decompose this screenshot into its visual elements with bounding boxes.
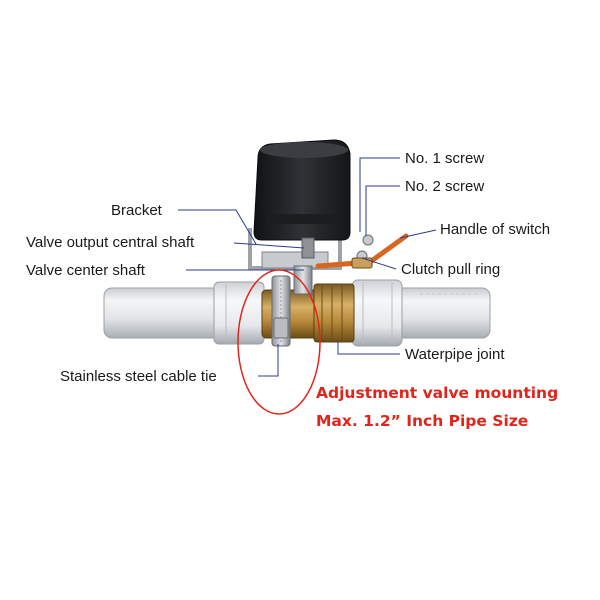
valve-actuator	[253, 139, 351, 241]
label-clutch-pull-ring: Clutch pull ring	[401, 261, 501, 278]
callout-line-2: Max. 1.2” Inch Pipe Size	[316, 412, 529, 430]
label-no1-screw: No. 1 screw	[405, 150, 485, 167]
label-valve-output-central-shaft: Valve output central shaft	[26, 234, 195, 251]
left-pipe-coupling	[213, 281, 265, 345]
stainless-steel-cable-tie	[271, 275, 291, 347]
switch-handle	[315, 233, 409, 269]
water-pipe	[103, 287, 491, 339]
highlight-ellipse	[237, 269, 321, 415]
label-bracket: Bracket	[111, 202, 162, 219]
right-pipe-coupling	[351, 279, 403, 347]
label-waterpipe-joint: Waterpipe joint	[405, 346, 505, 363]
callout-line-1: Adjustment valve mounting	[316, 384, 559, 402]
label-no2-screw: No. 2 screw	[405, 178, 485, 195]
label-valve-center-shaft: Valve center shaft	[26, 262, 145, 279]
label-handle-of-switch: Handle of switch	[440, 221, 551, 238]
label-stainless-steel-cable-tie: Stainless steel cable tie	[60, 368, 217, 385]
